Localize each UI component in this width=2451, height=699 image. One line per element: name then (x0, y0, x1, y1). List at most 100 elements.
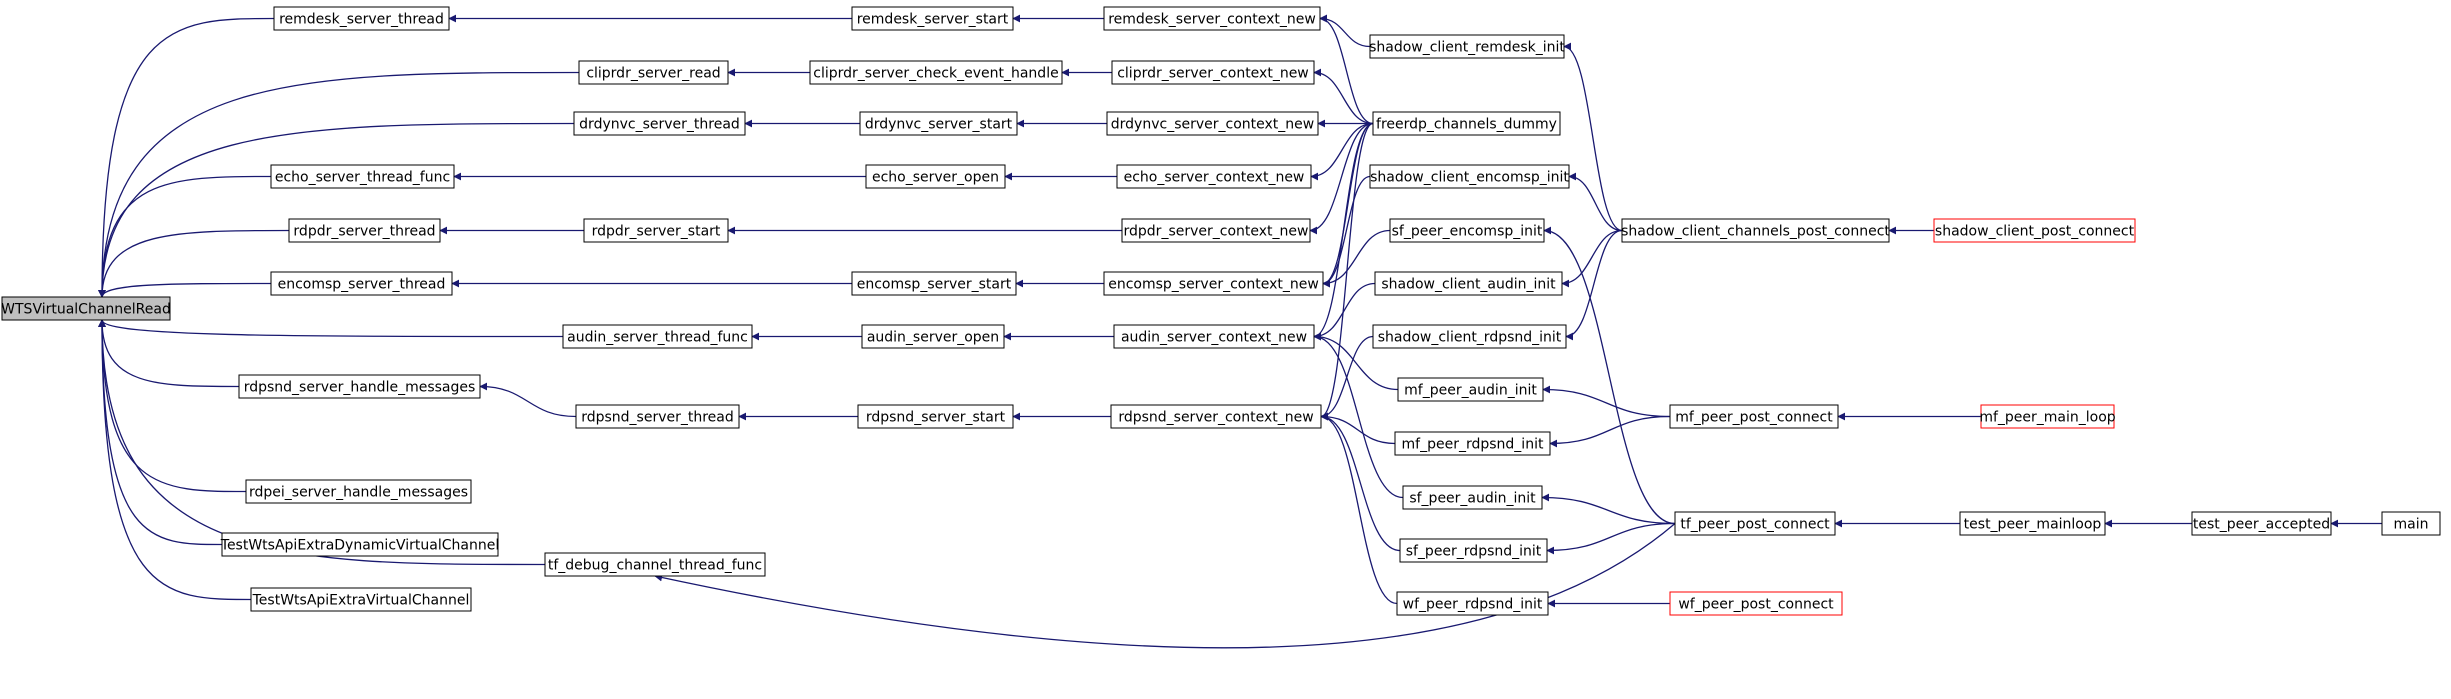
node-sc-remdesk[interactable]: shadow_client_remdesk_init (1369, 34, 1565, 59)
node-tf-post[interactable]: tf_peer_post_connect (1674, 511, 1836, 536)
node-remdesk-ctx[interactable]: remdesk_server_context_new (1103, 6, 1321, 31)
node-echo-open[interactable]: echo_server_open (865, 164, 1006, 189)
node-box (851, 6, 1014, 31)
node-box (221, 532, 499, 557)
node-cliprdr-check[interactable]: cliprdr_server_check_event_handle (809, 60, 1063, 85)
node-label: remdesk_server_thread (279, 12, 444, 28)
node-remdesk-thread[interactable]: remdesk_server_thread (273, 6, 450, 31)
node-label: audin_server_thread_func (567, 330, 748, 346)
node-sc-encomsp[interactable]: shadow_client_encomsp_init (1369, 164, 1570, 189)
function-nodes: WTSVirtualChannelRead remdesk_server_thre… (1, 6, 2441, 616)
node-wts[interactable]: WTSVirtualChannelRead (1, 296, 171, 321)
node-box (1121, 218, 1311, 243)
edge-fr_dummy-to-echo_ctx (1310, 122, 1374, 181)
node-label: encomsp_server_context_new (1108, 277, 1319, 293)
node-test-accepted[interactable]: test_peer_accepted (2191, 511, 2332, 536)
node-label: sf_peer_encomsp_init (1392, 224, 1543, 240)
node-box (809, 60, 1063, 85)
node-box (1933, 218, 2136, 243)
node-rdpsnd-ctx[interactable]: rdpsnd_server_context_new (1110, 404, 1322, 429)
node-fr-dummy[interactable]: freerdp_channels_dummy (1372, 111, 1561, 136)
node-label: mf_peer_rdpsnd_init (1402, 437, 1544, 453)
node-label: cliprdr_server_read (586, 66, 720, 82)
node-label: rdpdr_server_context_new (1124, 224, 1309, 240)
edge-test_vc-to-wts (98, 319, 252, 601)
node-mf-audin[interactable]: mf_peer_audin_init (1397, 377, 1544, 402)
node-box (288, 218, 441, 243)
node-wf-post[interactable]: wf_peer_post_connect (1669, 591, 1843, 616)
node-audin-ctx[interactable]: audin_server_context_new (1113, 324, 1315, 349)
node-mf-rdpsnd[interactable]: mf_peer_rdpsnd_init (1394, 431, 1551, 456)
edge-mf_audin-to-audin_ctx (1313, 332, 1399, 391)
node-remdesk-start[interactable]: remdesk_server_start (851, 6, 1014, 31)
node-test-dyn[interactable]: TestWtsApiExtraDynamicVirtualChannel (220, 532, 499, 557)
node-label: wf_peer_post_connect (1678, 597, 1834, 613)
node-sf-audin[interactable]: sf_peer_audin_init (1402, 485, 1543, 510)
node-sc-audin[interactable]: shadow_client_audin_init (1374, 271, 1563, 296)
node-box (1103, 6, 1321, 31)
node-drdynvc-thread[interactable]: drdynvc_server_thread (573, 111, 746, 136)
node-label: TestWtsApiExtraVirtualChannel (252, 593, 470, 609)
node-box (1374, 271, 1563, 296)
node-encomsp-ctx[interactable]: encomsp_server_context_new (1103, 271, 1324, 296)
node-echo-ctx[interactable]: echo_server_context_new (1116, 164, 1312, 189)
node-tf-debug[interactable]: tf_debug_channel_thread_func (544, 552, 766, 577)
node-drdynvc-start[interactable]: drdynvc_server_start (859, 111, 1018, 136)
edge-audin_thread-to-wts (98, 319, 564, 338)
node-label: rdpsnd_server_handle_messages (244, 380, 476, 396)
node-box (1397, 377, 1544, 402)
node-box (245, 479, 472, 504)
edge-sc_post-to-sc_audin (1561, 229, 1623, 288)
node-audin-thread[interactable]: audin_server_thread_func (562, 324, 753, 349)
node-cliprdr-ctx[interactable]: cliprdr_server_context_new (1111, 60, 1315, 85)
edge-sf_rdpsnd-to-rdpsnd_ctx (1320, 412, 1401, 552)
node-rdpdr-thread[interactable]: rdpdr_server_thread (288, 218, 441, 243)
node-rdpsnd-handle[interactable]: rdpsnd_server_handle_messages (238, 374, 481, 399)
edge-tf_debug-to-wts (98, 319, 546, 566)
node-wf-rdpsnd[interactable]: wf_peer_rdpsnd_init (1396, 591, 1549, 616)
node-mf-post[interactable]: mf_peer_post_connect (1669, 404, 1839, 429)
node-test-vc[interactable]: TestWtsApiExtraVirtualChannel (250, 587, 472, 612)
node-sf-rdpsnd[interactable]: sf_peer_rdpsnd_init (1399, 538, 1548, 563)
node-drdynvc-ctx[interactable]: drdynvc_server_context_new (1106, 111, 1319, 136)
node-box (1111, 60, 1315, 85)
node-mf-loop[interactable]: mf_peer_main_loop (1979, 404, 2116, 429)
node-cliprdr-read[interactable]: cliprdr_server_read (578, 60, 729, 85)
node-sc-post[interactable]: shadow_client_channels_post_connect (1621, 218, 1890, 243)
node-rdpsnd-thread[interactable]: rdpsnd_server_thread (575, 404, 740, 429)
node-encomsp-thread[interactable]: encomsp_server_thread (270, 271, 453, 296)
node-label: shadow_client_post_connect (1935, 224, 2135, 240)
node-box (1106, 111, 1319, 136)
edge-rdpsnd_handle-to-wts (98, 319, 240, 388)
node-encomsp-start[interactable]: encomsp_server_start (851, 271, 1017, 296)
node-label: rdpdr_server_start (592, 224, 721, 240)
edge-sc_post-to-sc_encomsp (1568, 172, 1623, 232)
node-box (1369, 164, 1570, 189)
node-main[interactable]: main (2381, 511, 2441, 536)
node-rdpsnd-start[interactable]: rdpsnd_server_start (857, 404, 1014, 429)
node-sf-encomsp[interactable]: sf_peer_encomsp_init (1389, 218, 1545, 243)
node-rdpei-handle[interactable]: rdpei_server_handle_messages (245, 479, 472, 504)
edge-cliprdr_read-to-wts (98, 71, 580, 298)
node-rdpdr-ctx[interactable]: rdpdr_server_context_new (1121, 218, 1311, 243)
node-label: sf_peer_audin_init (1409, 491, 1536, 507)
node-shadow-post[interactable]: shadow_client_post_connect (1933, 218, 2136, 243)
node-box (2191, 511, 2332, 536)
node-label: drdynvc_server_context_new (1111, 117, 1314, 133)
edge-wf_rdpsnd-to-rdpsnd_ctx (1320, 412, 1398, 605)
edge-sf_audin-to-audin_ctx (1313, 332, 1404, 499)
node-rdpdr-start[interactable]: rdpdr_server_start (583, 218, 729, 243)
edge-rdpei_handle-to-wts (98, 319, 247, 493)
node-box (270, 164, 455, 189)
edge-mf_post-to-mf_audin (1542, 385, 1671, 418)
edge-mf_post-to-mf_rdpsnd (1549, 415, 1671, 448)
node-box (1, 296, 171, 321)
node-test-mainloop[interactable]: test_peer_mainloop (1959, 511, 2106, 536)
node-sc-rdpsnd[interactable]: shadow_client_rdpsnd_init (1372, 324, 1567, 349)
node-audin-open[interactable]: audin_server_open (861, 324, 1005, 349)
node-label: main (2394, 517, 2429, 533)
node-label: cliprdr_server_context_new (1117, 66, 1309, 82)
node-echo-thread[interactable]: echo_server_thread_func (270, 164, 455, 189)
node-label: rdpdr_server_thread (293, 224, 435, 240)
node-box (583, 218, 729, 243)
